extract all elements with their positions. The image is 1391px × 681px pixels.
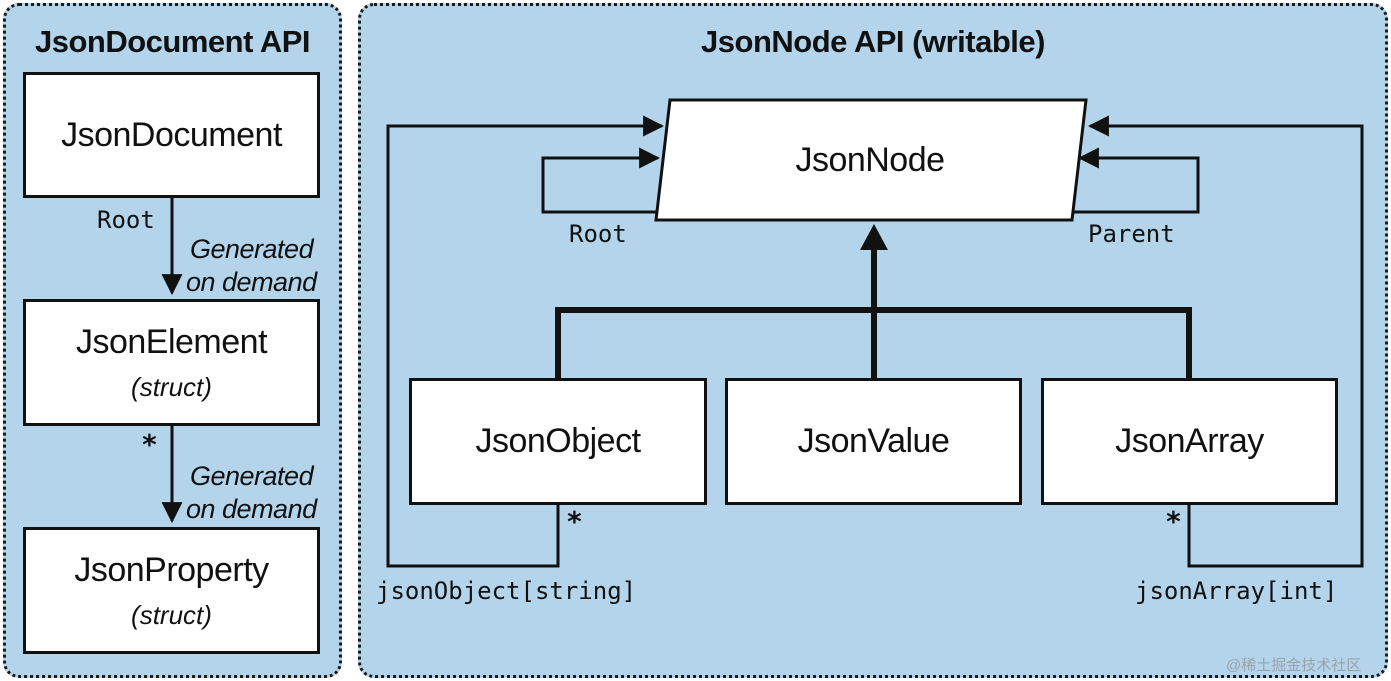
jsonarray-label: JsonArray <box>1115 422 1264 460</box>
jsonnode-shape <box>654 98 1088 222</box>
inheritance-arrowhead <box>860 224 888 250</box>
parent-label: Parent <box>1088 220 1175 248</box>
jsonproperty-box: JsonProperty (struct) <box>23 527 320 654</box>
element-multiplicity-star: * <box>141 428 158 461</box>
jsondocument-box: JsonDocument <box>23 72 320 198</box>
inheritance-bar <box>555 307 1192 378</box>
jsonobject-indexer-label: jsonObject[string] <box>376 577 637 605</box>
generated-on-demand-1b: on demand <box>186 267 317 297</box>
edge-root-loop <box>541 147 661 214</box>
jsonarray-box: JsonArray <box>1041 378 1338 505</box>
jsondocument-panel-title: JsonDocument API <box>34 24 311 59</box>
generated-on-demand-1a: Generated <box>190 234 314 264</box>
jsonelement-struct-label: (struct) <box>131 371 212 402</box>
jsonvalue-box: JsonValue <box>725 378 1022 505</box>
jsonnode-panel-title: JsonNode API (writable) <box>701 24 1045 59</box>
array-multiplicity-star: * <box>1165 505 1182 538</box>
jsonproperty-struct-label: (struct) <box>131 599 212 630</box>
jsondocument-label: JsonDocument <box>61 115 282 154</box>
edge-array-indexer <box>1087 115 1364 568</box>
edge-parent-loop <box>1074 147 1200 214</box>
jsonarray-indexer-label: jsonArray[int] <box>1135 577 1338 605</box>
generated-on-demand-2b: on demand <box>186 494 317 524</box>
jsonobject-label: JsonObject <box>475 422 641 460</box>
jsonelement-box: JsonElement (struct) <box>23 299 320 426</box>
root-label-left: Root <box>97 206 155 234</box>
edge-object-indexer <box>386 115 665 568</box>
root-label-right: Root <box>569 220 627 248</box>
jsonvalue-label: JsonValue <box>797 422 950 460</box>
jsonproperty-label: JsonProperty <box>74 550 269 589</box>
watermark: @稀土掘金技术社区 <box>1226 657 1362 674</box>
jsonnode-label: JsonNode <box>795 140 945 179</box>
generated-on-demand-2a: Generated <box>190 461 314 491</box>
object-multiplicity-star: * <box>566 505 583 538</box>
jsonobject-box: JsonObject <box>409 378 707 505</box>
jsonelement-label: JsonElement <box>75 322 268 361</box>
